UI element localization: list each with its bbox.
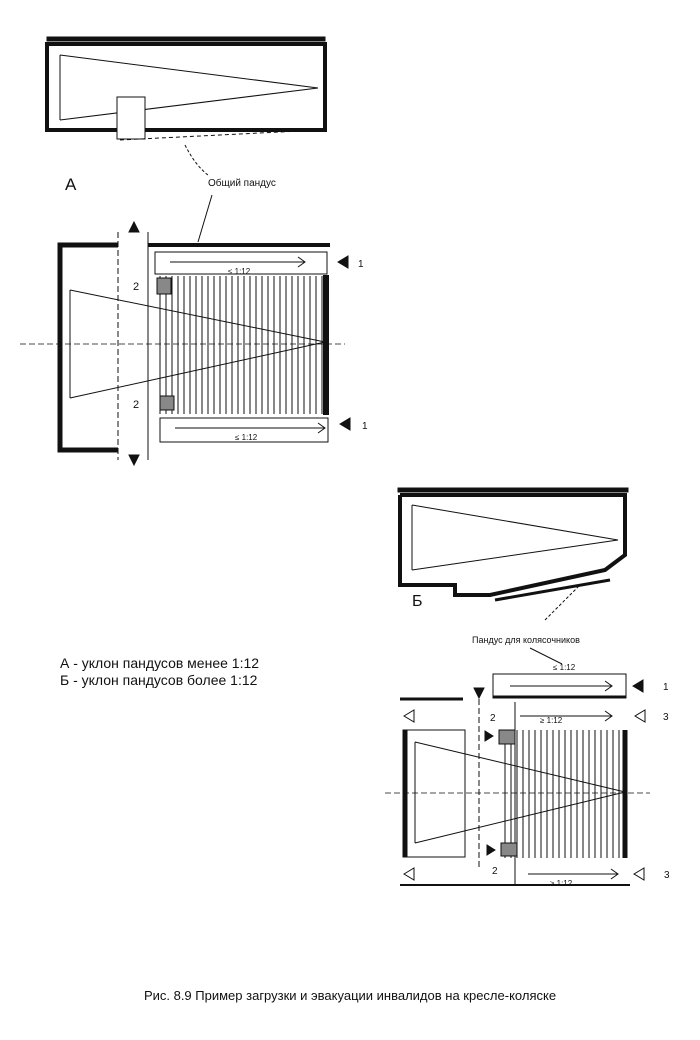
plan-b-exit-3-top: 3 — [663, 712, 669, 723]
ramp-stripes-b — [504, 730, 620, 858]
plan-b-slope-1: ≤ 1:12 — [553, 663, 576, 672]
plan-b-zone-bottom: 2 — [492, 866, 498, 877]
floor-plan-b — [385, 673, 650, 886]
plan-a-zone-bottom: 2 — [133, 399, 139, 411]
plan-a-letter: А — [65, 175, 77, 194]
plan-a-exit-top: 1 — [358, 259, 364, 270]
ramp-stripes-a — [159, 276, 323, 414]
plan-b-slope-3-bottom: ≥ 1:12 — [550, 879, 573, 888]
plan-a-slope-top: ≤ 1:12 — [228, 267, 251, 276]
plan-b-exit-1: 1 — [663, 682, 669, 693]
plan-a-slope-bottom: ≤ 1:12 — [235, 433, 258, 442]
plan-b-zone-top: 2 — [490, 713, 496, 724]
plan-b-callout: Пандус для колясочников — [472, 635, 580, 645]
plan-b-slope-3-top: ≥ 1:12 — [540, 716, 563, 725]
plan-a-exit-bottom: 1 — [362, 421, 368, 432]
floor-plan-a — [20, 220, 351, 467]
side-view-a — [45, 36, 327, 176]
figure-caption: Рис. 8.9 Пример загрузки и эвакуации инв… — [143, 988, 557, 1003]
legend: А - уклон пандусов менее 1:12 Б - уклон … — [60, 655, 259, 689]
plan-a-zone-top: 2 — [133, 281, 139, 293]
legend-item-b: Б - уклон пандусов более 1:12 — [60, 672, 258, 688]
plan-a-callout: Общий пандус — [208, 177, 276, 189]
side-view-b — [397, 487, 629, 621]
plan-b-exit-3-bottom: 3 — [664, 870, 670, 881]
plan-b-letter: Б — [412, 593, 423, 610]
legend-item-a: А - уклон пандусов менее 1:12 — [60, 655, 260, 671]
